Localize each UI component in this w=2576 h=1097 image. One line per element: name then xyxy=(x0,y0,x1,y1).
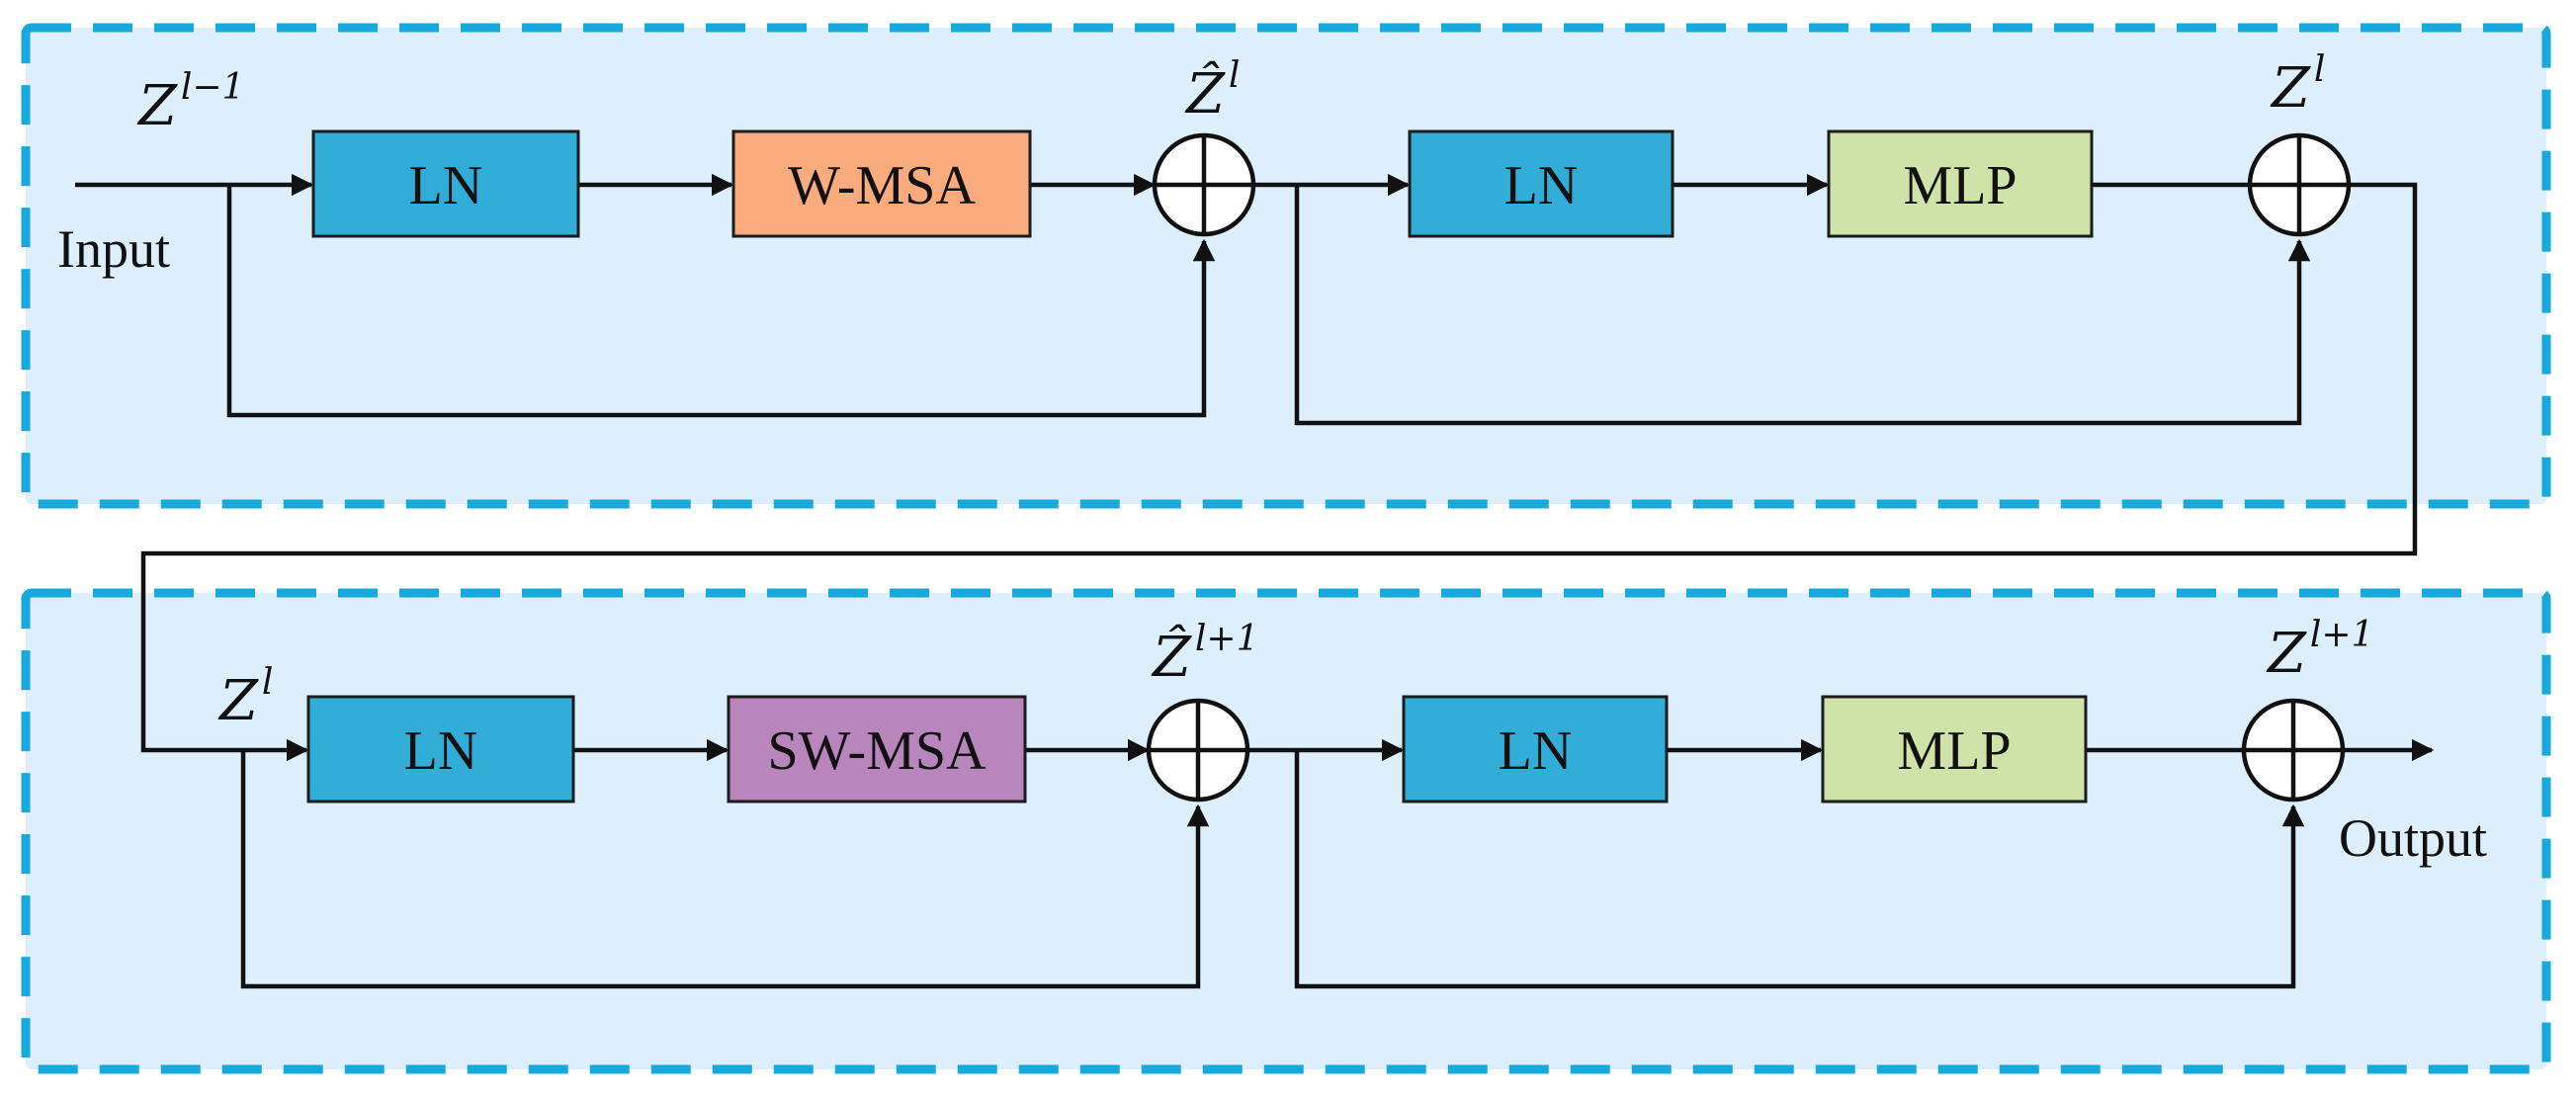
sum-circle-icon xyxy=(1146,698,1250,802)
stage-2-sw-msa-block: SW-MSA xyxy=(727,695,1027,803)
stage-1-ln-1-block: LN xyxy=(311,129,580,238)
stage-2-ln-2-label: LN xyxy=(1499,720,1573,782)
stage-1-w-msa-block: W-MSA xyxy=(731,129,1032,238)
stage-2-residual-2 xyxy=(1294,750,2305,989)
stage-1-w-msa-label: W-MSA xyxy=(788,155,976,216)
output-label: Output xyxy=(2339,808,2487,868)
stage-2-mlp-box xyxy=(1821,695,2088,803)
stage-2-container xyxy=(21,588,2551,1074)
stage-2-ln-2-block: LN xyxy=(1402,695,1669,803)
stage-1-residual-2 xyxy=(1294,185,2311,426)
stage-2-sw-msa-label: SW-MSA xyxy=(768,720,987,782)
stage-1-mlp-label: MLP xyxy=(1903,155,2017,216)
stage-1-ln-1-label: LN xyxy=(409,155,483,216)
stage-1-mlp-block: MLP xyxy=(1827,129,2094,238)
stage-1-residual-1 xyxy=(226,185,1216,418)
stage-2-mlp-label: MLP xyxy=(1897,720,2011,782)
sum-circle-icon xyxy=(2241,698,2346,802)
input-label: Input xyxy=(57,219,170,279)
sum-circle-icon xyxy=(2247,132,2352,237)
stage-2-ln-1-block: LN xyxy=(306,695,575,803)
stage-2-mlp-block: MLP xyxy=(1821,695,2088,803)
stage-1-container xyxy=(21,23,2551,509)
stage-2-residual-1 xyxy=(240,750,1210,989)
stage-1-ln-1-box xyxy=(311,129,580,238)
stage-1-ln-2-label: LN xyxy=(1504,155,1579,216)
stage-2-ln-2-box xyxy=(1402,695,1669,803)
stage-2-ln-1-box xyxy=(306,695,575,803)
stage-connector-line xyxy=(140,182,2418,762)
stage-1-ln-2-block: LN xyxy=(1408,129,1674,238)
stage-2-sw-msa-box xyxy=(727,695,1027,803)
stage-2-ln-1-label: LN xyxy=(404,720,478,782)
stage-1-ln-2-box xyxy=(1408,129,1674,238)
stage-1-w-msa-box xyxy=(731,129,1032,238)
sum-circle-icon xyxy=(1152,132,1256,237)
stage-1-mlp-box xyxy=(1827,129,2094,238)
